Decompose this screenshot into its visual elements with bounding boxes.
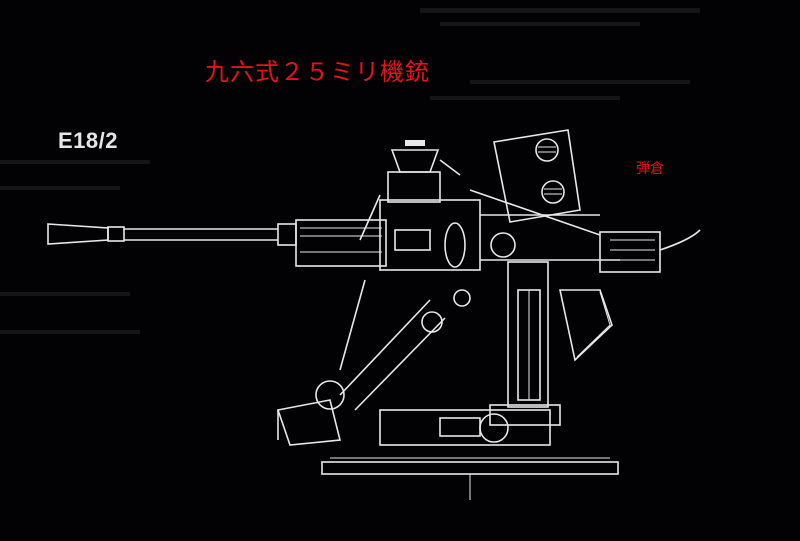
- pedestal: [489, 261, 561, 426]
- sight: [387, 140, 461, 203]
- barrel: [47, 223, 297, 246]
- magazine-callout: 弾倉: [636, 161, 664, 177]
- base-plate: [321, 457, 619, 500]
- receiver: [295, 199, 701, 273]
- elevation-arc: [559, 289, 613, 362]
- plate-label: E18/2: [58, 128, 118, 153]
- seat: [276, 399, 342, 446]
- magazine: [469, 129, 601, 236]
- background-faded-text: [0, 8, 700, 334]
- linkage: [315, 194, 516, 411]
- traverse-gear: [379, 409, 551, 446]
- diagram-title: 九六式２５ミリ機銃: [205, 58, 430, 86]
